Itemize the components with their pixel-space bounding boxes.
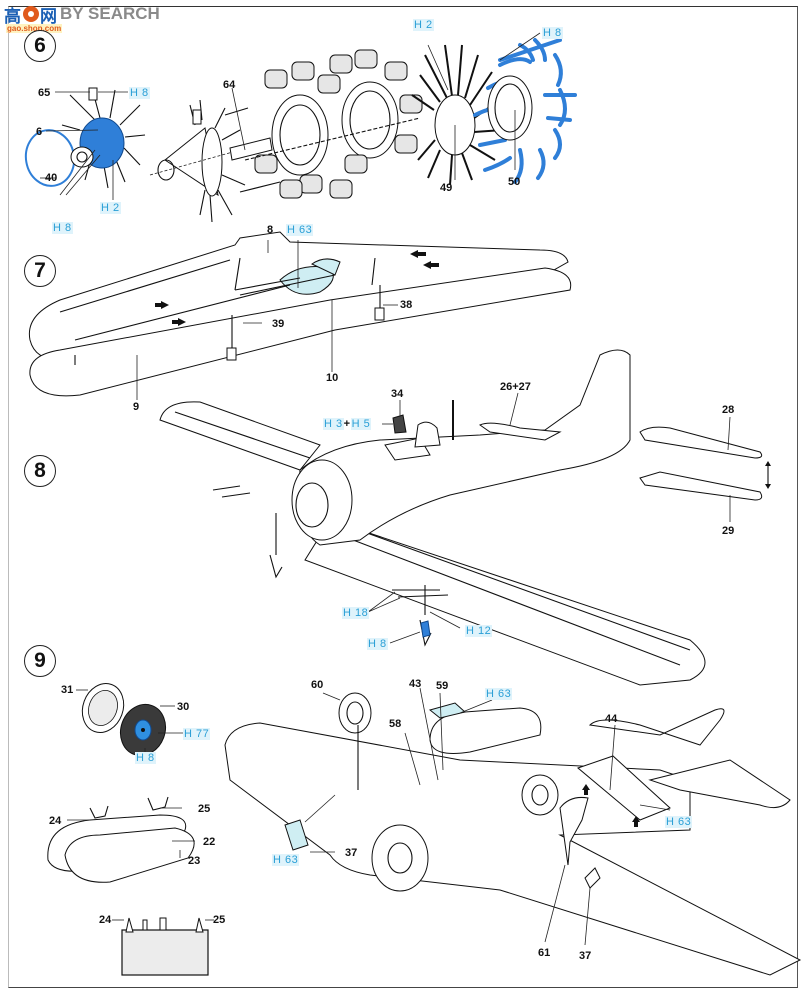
part-label-37-door: 37 [579,950,592,962]
step-badge-8: 8 [24,455,56,487]
part-label-37: 37 [345,847,358,859]
color-label-50: H 8 [542,27,563,39]
part-label-26-27: 26+27 [500,381,531,393]
part-label-61: 61 [538,947,551,959]
gear-icon [23,6,39,22]
part-label-8: 8 [267,224,274,236]
part-label-50: 50 [508,176,521,188]
color-code: H 63 [272,854,300,866]
step-badge-7: 7 [24,255,56,287]
part-label-6: 6 [36,126,43,138]
step7-drawing [28,231,572,400]
color-code: H 8 [129,87,150,99]
color-code: H 2 [100,202,121,214]
watermark-subdomain: gao.shop.com [6,24,63,33]
part-label-28: 28 [722,404,735,416]
part-label-60: 60 [311,679,324,691]
color-label-prop: H 2 [100,202,121,214]
part-label-24-section: 24 [99,914,112,926]
prop-hub-part-6 [61,87,146,189]
color-code: H 63 [485,688,513,700]
part-label-23: 23 [188,855,201,867]
color-label-59: H 63 [485,688,513,700]
color-code: H 8 [367,638,388,650]
watermark-brand: BY SEARCH [60,4,160,23]
part-label-58: 58 [389,718,402,730]
color-code: H 2 [413,19,434,31]
part-label-24: 24 [49,815,62,827]
page-border [8,6,798,988]
plus-sign: + [343,418,351,430]
watermark-chinese-2: 网 [40,6,58,26]
part-label-49: 49 [440,182,453,194]
part-label-64: 64 [223,79,236,91]
color-code: H 5 [350,418,372,430]
color-label-65: H 8 [129,87,150,99]
watermark-logo: 高 网 BY SEARCH [4,2,160,26]
color-code: H 8 [52,222,73,234]
color-label-strut-c: H 8 [367,638,388,650]
color-label-strut-a: H 18 [342,607,370,619]
color-code: H 3 [323,418,344,430]
part-label-65: 65 [38,87,51,99]
color-label-strut-b: H 12 [465,625,493,637]
color-label-wheel: H 8 [135,752,156,764]
part-label-34: 34 [391,388,404,400]
part-label-38: 38 [400,299,413,311]
color-code: H 63 [286,224,314,236]
color-code: H 63 [665,816,693,828]
part-label-30: 30 [177,701,190,713]
color-label-ring: H 8 [52,222,73,234]
part-label-44: 44 [605,713,618,725]
spinner-part-64 [149,99,273,223]
color-label-hub: H 77 [183,728,211,740]
radial-engine [224,49,423,199]
exhaust-part-50 [473,38,577,184]
part-label-29: 29 [722,525,735,537]
color-label-44: H 63 [665,816,693,828]
part-label-10: 10 [326,372,339,384]
color-code: H 8 [542,27,563,39]
part-label-40: 40 [45,172,58,184]
color-label-49: H 2 [413,19,434,31]
step6-drawing [24,32,577,223]
color-label-34: H 3+H 5 [323,418,372,430]
color-code: H 8 [135,752,156,764]
part-label-39: 39 [272,318,285,330]
part-label-25: 25 [198,803,211,815]
color-label-cockpit: H 63 [286,224,314,236]
part-label-31: 31 [61,684,74,696]
part-label-25-section: 25 [213,914,226,926]
part-label-22: 22 [203,836,216,848]
step9-drawing [47,683,802,976]
color-label-37: H 63 [272,854,300,866]
color-code: H 77 [183,728,211,740]
color-code: H 18 [342,607,370,619]
part-label-43: 43 [409,678,422,690]
step-badge-6: 6 [24,30,56,62]
step8-drawing [159,349,771,686]
color-code: H 12 [465,625,493,637]
step-badge-9: 9 [24,645,56,677]
part-label-9: 9 [133,401,140,413]
watermark-chinese-1: 高 [4,6,22,26]
part-label-59: 59 [436,680,449,692]
